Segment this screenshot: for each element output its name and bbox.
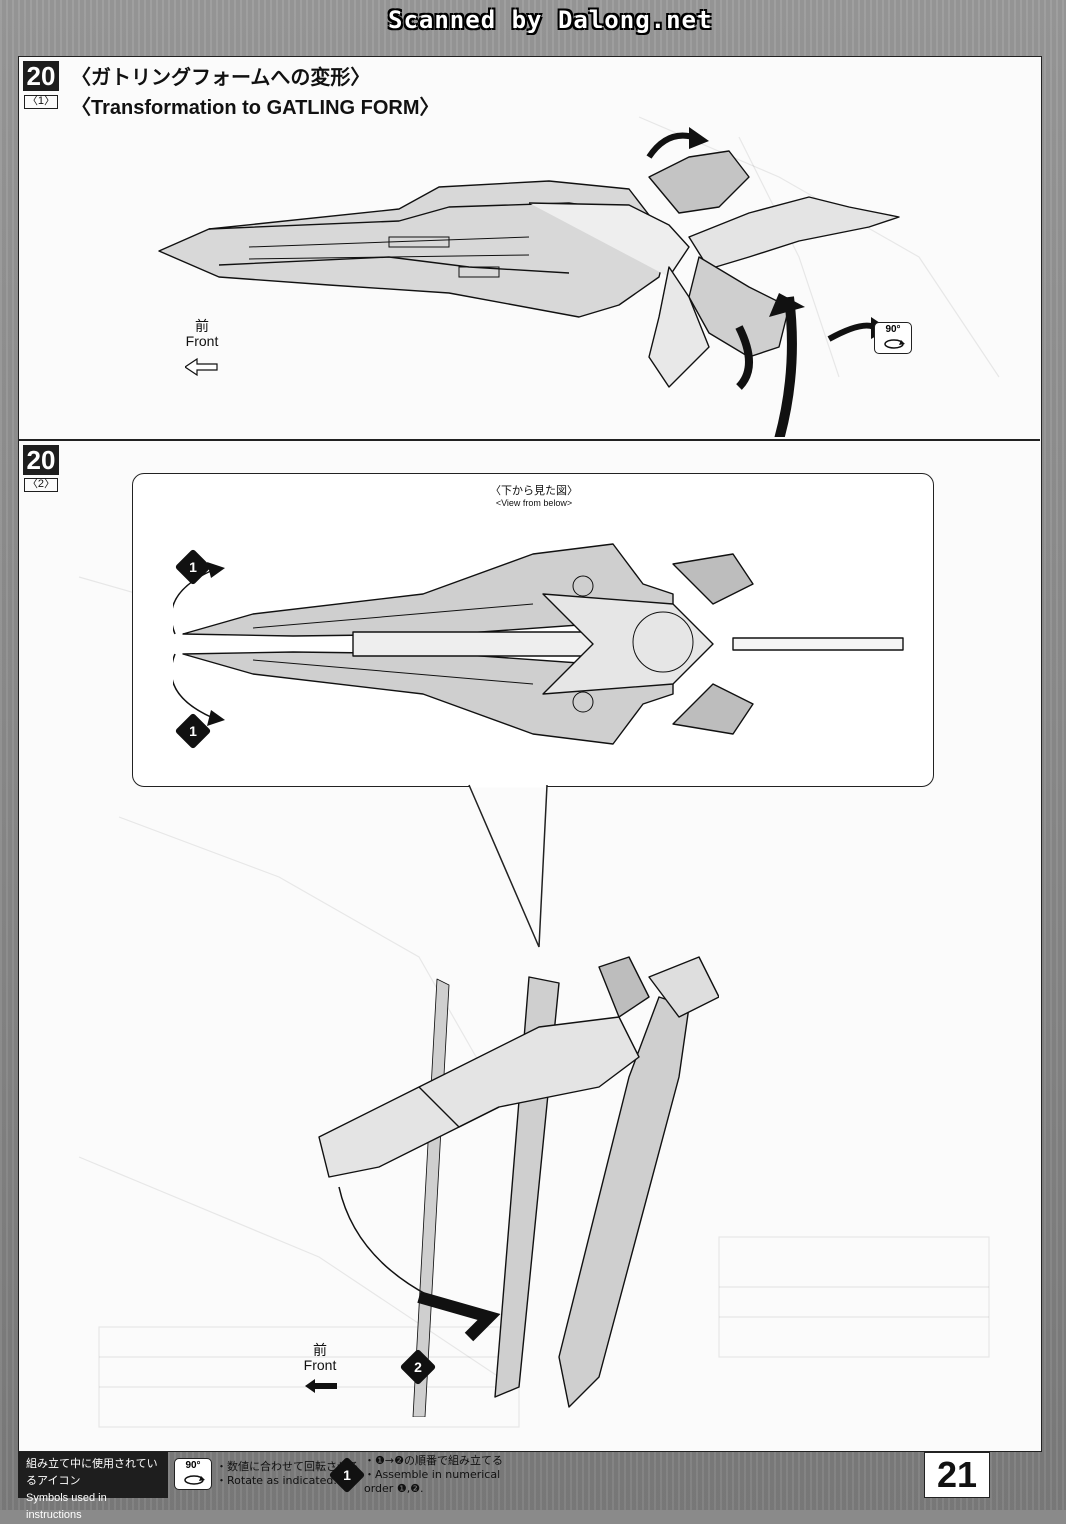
legend-order-en2: order ❶,❷.: [364, 1482, 424, 1495]
section-title-jp: 〈ガトリングフォームへの変形〉: [71, 65, 371, 89]
front-label-1: 前 Front: [177, 319, 227, 349]
step-order-badge-2: 2: [399, 1348, 437, 1386]
legend-order-badge: 1: [328, 1456, 366, 1494]
page-number: 21: [924, 1452, 990, 1498]
weapon-side-view-illustration: [158, 127, 900, 437]
rotate-90-icon: 90°: [874, 322, 912, 354]
section-divider: [19, 439, 1040, 441]
symbols-legend: 組み立て中に使用されているアイコン Symbols used in instru…: [18, 1452, 918, 1521]
legend-rotate-text: ・数値に合わせて回転させる ・Rotate as indicated.: [216, 1460, 359, 1488]
legend-rotate-en: ・Rotate as indicated.: [216, 1474, 337, 1487]
front-label-en: Front: [185, 333, 219, 349]
step-number-1: 20: [23, 61, 59, 91]
legend-order-jp: ・❶→❷の順番で組み立てる: [364, 1454, 503, 1467]
legend-rotate-degree: 90°: [185, 1460, 201, 1471]
legend-title: 組み立て中に使用されているアイコン Symbols used in instru…: [18, 1452, 168, 1521]
step-number-2: 20: [23, 445, 59, 475]
sub-step-2: 〈2〉: [24, 478, 58, 492]
legend-rotate-icon: 90°: [174, 1458, 212, 1490]
view-from-below-callout: 〈下から見た図〉 <View from below>: [132, 473, 934, 787]
front-label-2: 前 Front: [295, 1343, 345, 1373]
weapon-bottom-view-illustration: [173, 543, 904, 745]
legend-order-en1: ・Assemble in numerical: [364, 1468, 501, 1481]
front-label-jp: 前: [313, 1342, 327, 1358]
front-arrow-icon: [305, 1379, 337, 1393]
legend-title-jp: 組み立て中に使用されているアイコン: [26, 1458, 158, 1487]
callout-pointer: [468, 784, 548, 948]
front-label-jp: 前: [195, 318, 209, 334]
gatling-form-illustration: [318, 956, 719, 1417]
legend-rotate-jp: ・数値に合わせて回転させる: [216, 1460, 359, 1473]
legend-order-text: ・❶→❷の順番で組み立てる ・Assemble in numerical ord…: [364, 1454, 503, 1496]
view-title-en: <View from below>: [495, 498, 573, 508]
scan-watermark: Scanned by Dalong.net: [388, 6, 713, 34]
sub-step-1: 〈1〉: [24, 95, 58, 109]
section-title-en: 〈Transformation to GATLING FORM〉: [71, 97, 440, 119]
legend-title-en: Symbols used in instructions: [26, 1492, 107, 1521]
instruction-page: 20 〈1〉 〈ガトリングフォームへの変形〉 〈Transformation t…: [18, 56, 1042, 1452]
rotate-degree-label: 90°: [885, 324, 901, 335]
view-title-jp: 〈下から見た図〉: [490, 484, 578, 497]
front-label-en: Front: [303, 1357, 337, 1373]
front-arrow-icon: [185, 357, 218, 377]
